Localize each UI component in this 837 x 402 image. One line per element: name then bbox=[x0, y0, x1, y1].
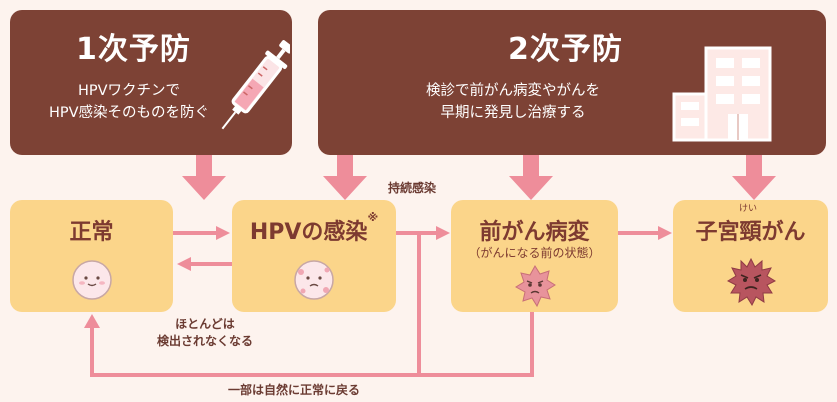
stage-precancer: 前がん病変 （がんになる前の状態） bbox=[451, 200, 618, 312]
stage-normal-label: 正常 bbox=[69, 220, 114, 245]
persistent-infection-note: 持続感染 bbox=[388, 181, 437, 195]
stage-precancer-sub: （がんになる前の状態） bbox=[468, 246, 601, 260]
undetectable-line2: 検出されなくなる bbox=[156, 334, 253, 348]
secondary-desc-line2: 早期に発見し治療する bbox=[440, 105, 586, 121]
precancer-cell-icon bbox=[515, 265, 556, 308]
primary-prevention-banner: 1次予防 HPVワクチンで HPV感染そのものを防ぐ bbox=[10, 10, 292, 155]
secondary-prevention-title: 2次予防 bbox=[508, 32, 623, 67]
stage-normal: 正常 bbox=[10, 200, 173, 312]
stage-infection-label-wrap: HPVの感染※ bbox=[232, 211, 396, 246]
healthy-cell-icon bbox=[72, 260, 112, 300]
stage-cancer-ruby: けい bbox=[739, 204, 758, 214]
primary-prevention-title: 1次予防 bbox=[76, 32, 191, 67]
stage-hpv-infection: HPVの感染※ bbox=[232, 200, 396, 312]
stage-cancer-label: 子宮頸がん bbox=[695, 220, 806, 245]
stage-infection-mark: ※ bbox=[367, 211, 379, 224]
undetectable-note: ほとんどは 検出されなくなる bbox=[145, 316, 265, 350]
stage-infection-label: HPVの感染 bbox=[249, 220, 368, 245]
stage-precancer-label: 前がん病変 bbox=[479, 220, 590, 245]
regression-note: 一部は自然に正常に戻る bbox=[228, 383, 361, 397]
secondary-prevention-desc: 検診で前がん病変やがんを 早期に発見し治療する bbox=[378, 80, 648, 124]
undetectable-line1: ほとんどは bbox=[175, 317, 235, 331]
hospital-building-icon bbox=[672, 46, 772, 142]
cancer-cell-icon bbox=[726, 257, 777, 307]
primary-desc-line1: HPVワクチンで bbox=[77, 83, 181, 99]
infected-cell-icon bbox=[294, 260, 334, 300]
syringe-icon bbox=[221, 40, 290, 130]
stage-cervical-cancer: けい 子宮頸がん bbox=[673, 200, 828, 312]
secondary-desc-line1: 検診で前がん病変やがんを bbox=[426, 83, 600, 99]
primary-prevention-desc: HPVワクチンで HPV感染そのものを防ぐ bbox=[24, 80, 234, 124]
primary-desc-line2: HPV感染そのものを防ぐ bbox=[48, 105, 210, 121]
secondary-prevention-banner: 2次予防 検診で前がん病変やがんを 早期に発見し治療する bbox=[318, 10, 826, 155]
